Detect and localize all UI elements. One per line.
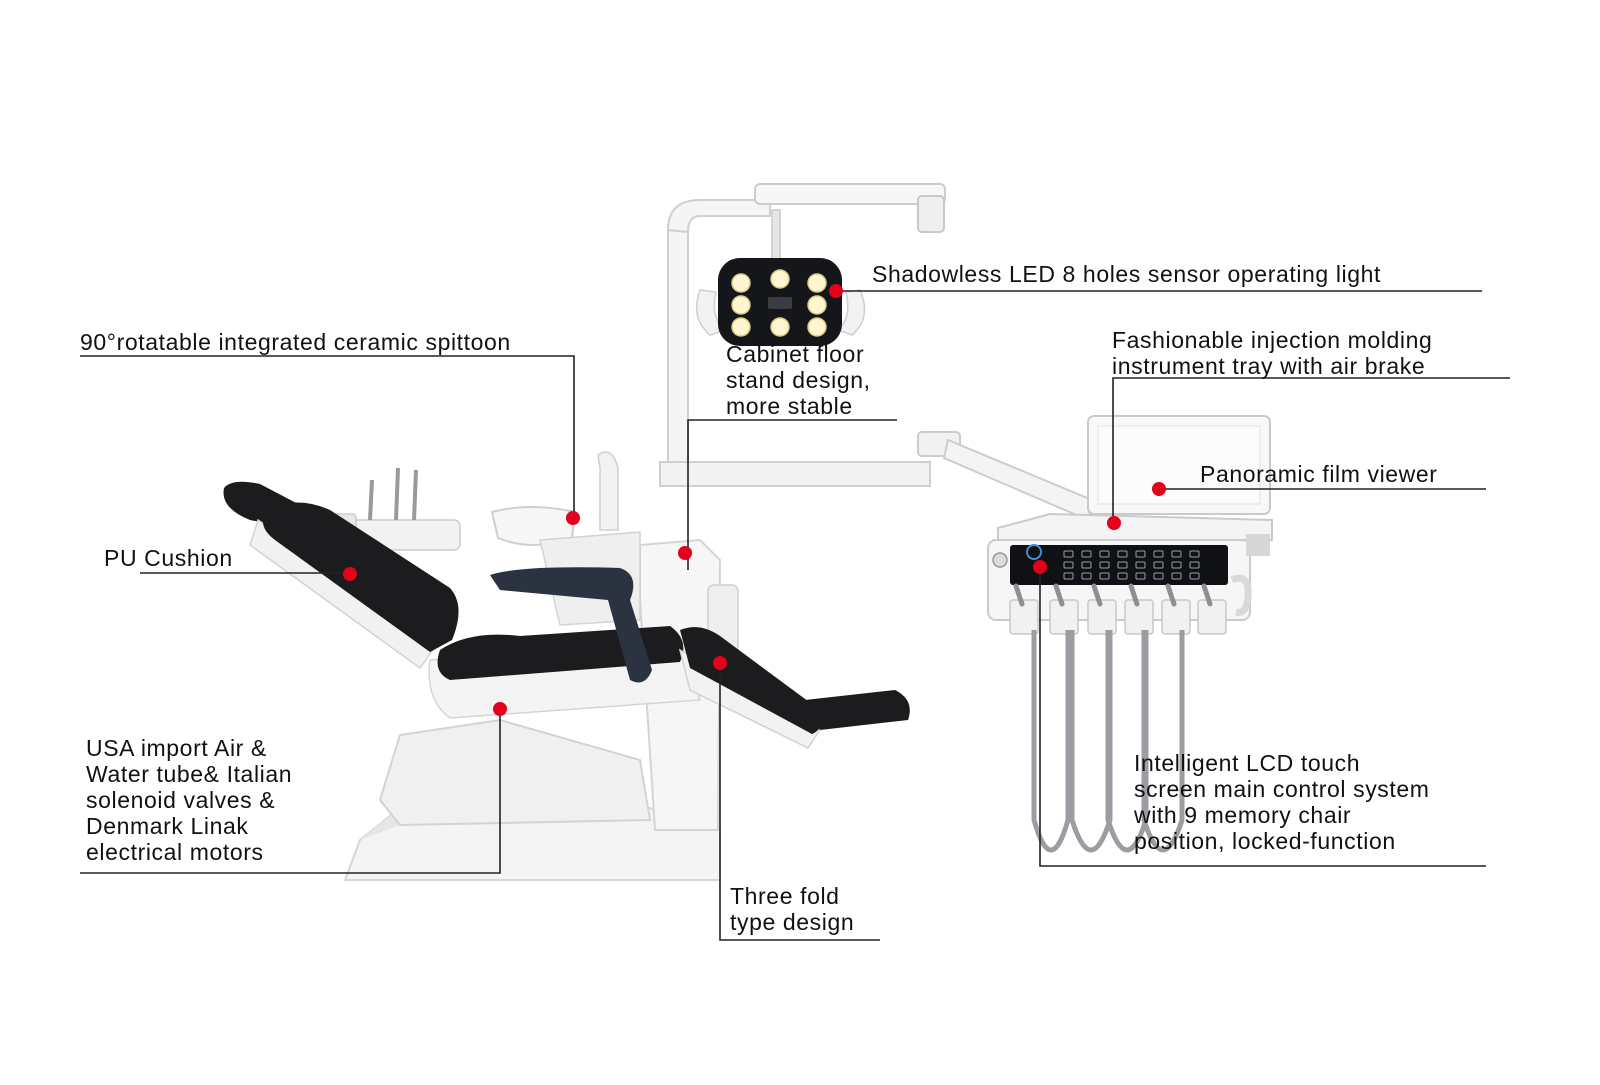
led-bulb-icon [731,295,751,315]
label-operating-light: Shadowless LED 8 holes sensor operating … [872,261,1382,287]
handpiece-holder [1087,599,1117,635]
lcd-button-icon [1117,572,1128,580]
marker-lcd [1033,560,1047,574]
label-pu-cushion: PU Cushion [104,545,233,571]
led-bulb-icon [807,273,827,293]
led-bulb-icon [731,317,751,337]
handpiece-holder [1049,599,1079,635]
marker-three-fold [713,656,727,670]
handpiece-icon [1165,583,1177,607]
lcd-button-icon [1189,561,1200,569]
lcd-button-icon [1153,561,1164,569]
led-bulb-icon [770,269,790,289]
handpiece-holder [1197,599,1227,635]
lcd-button-icon [1171,572,1182,580]
led-bulb-icon [731,273,751,293]
handpiece-icon [1091,583,1103,607]
label-three-fold: Three fold type design [730,883,855,935]
chair-base [343,718,721,881]
marker-film-viewer [1152,482,1166,496]
lcd-button-icon [1117,550,1128,558]
handpiece-holder [1009,599,1039,635]
red-dot-marker-icon [343,284,1166,716]
instrument-tray [987,512,1273,853]
lcd-button-icon [1171,550,1182,558]
lcd-button-icon [1117,561,1128,569]
lcd-button-icon [1063,550,1074,558]
pu-cushion [223,481,910,749]
label-tubes-valves-motors: USA import Air & Water tube& Italian sol… [86,735,293,865]
lcd-button-icon [1153,550,1164,558]
instrument-hose [1069,630,1113,853]
sensor-display-icon [768,297,792,309]
led-bulb-icon [807,317,827,337]
lcd-button-icon [1099,561,1110,569]
operating-light [695,183,946,346]
handpiece-icon [1013,583,1025,607]
handpiece-holder [1161,599,1191,635]
lcd-button-icon [1135,572,1146,580]
lcd-button-icon [1171,561,1182,569]
lcd-button-icon [1135,550,1146,558]
lcd-button-icon [1135,561,1146,569]
label-instrument-tray: Fashionable injection molding instrument… [1112,327,1433,379]
marker-tubes [493,702,507,716]
lcd-button-icon [1153,572,1164,580]
handpiece-holder [1124,599,1154,635]
lcd-button-icon [1081,572,1092,580]
lcd-button-icon [1099,572,1110,580]
lcd-button-icon [1063,561,1074,569]
lcd-button-icon [1081,550,1092,558]
lcd-button-icon [1189,550,1200,558]
handpiece-icon [1053,583,1065,607]
lcd-button-icon [1099,550,1110,558]
marker-cushion [343,567,357,581]
leader-lines [80,290,1510,941]
lcd-button-icon [1063,572,1074,580]
label-cabinet-stand: Cabinet floor stand design, more stable [726,341,871,419]
cabinet-floor-stand [639,199,931,831]
instrument-hose [1031,630,1071,853]
label-lcd-control: Intelligent LCD touch screen main contro… [1134,750,1430,854]
led-bulb-icon [807,295,827,315]
led-bulb-icon [770,317,790,337]
instrument-tray-arm [917,431,1094,522]
marker-tray [1107,516,1121,530]
label-film-viewer: Panoramic film viewer [1200,461,1438,487]
handpiece-icon [1201,583,1213,607]
instrument-hose [1141,630,1185,853]
lcd-button-icon [1189,572,1200,580]
marker-spittoon [566,511,580,525]
brand-logo-icon [1026,544,1042,560]
lcd-button-icon [1081,561,1092,569]
label-ceramic-spittoon: 90°rotatable integrated ceramic spittoon [80,329,511,355]
handpiece-icon [1128,583,1140,607]
marker-cabinet [678,546,692,560]
marker-light [829,284,843,298]
